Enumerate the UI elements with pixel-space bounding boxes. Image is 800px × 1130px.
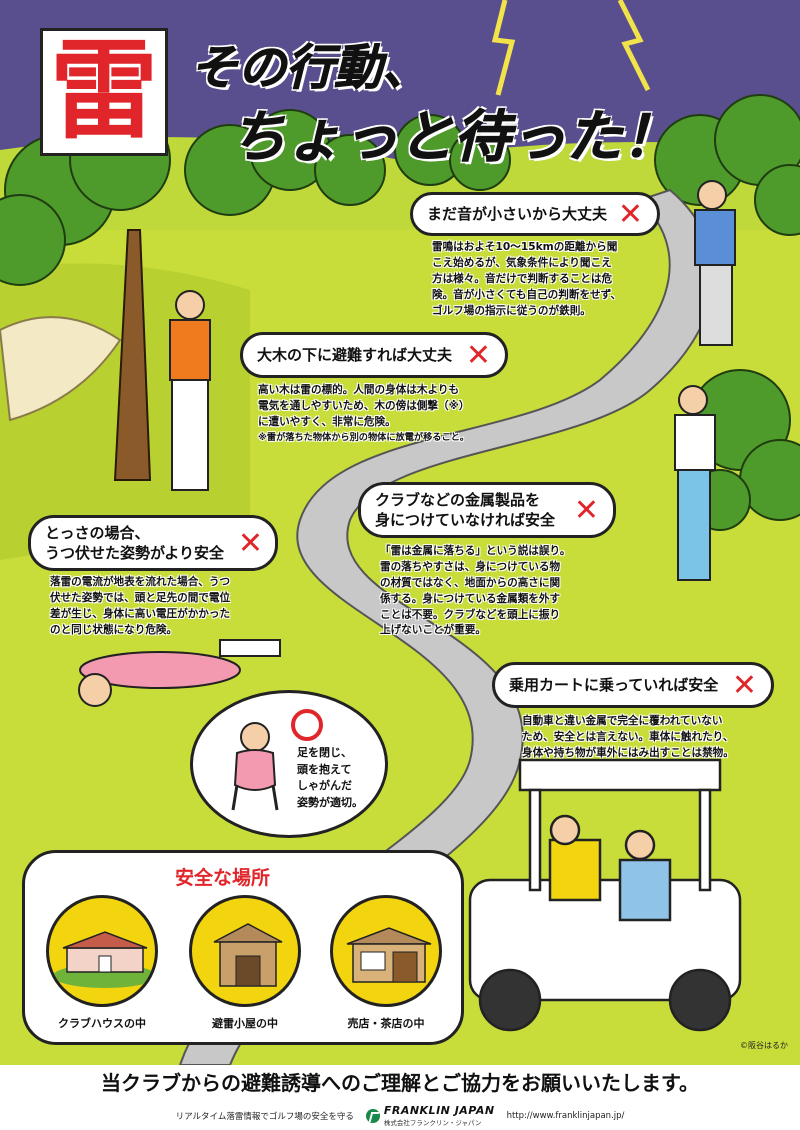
poster: 雷 その行動、 ちょっと待った！ まだ音が小さいから大丈夫 ✕ 雷鳴はおよそ10… [0, 0, 800, 1065]
cross-icon: ✕ [237, 526, 263, 561]
label-line: とっさの場合、 [45, 523, 150, 542]
cross-icon: ✕ [731, 668, 757, 703]
footer-tagline: リアルタイム落雷情報でゴルフ場の安全を守る [175, 1111, 354, 1122]
safe-place-label: 売店・茶店の中 [347, 1017, 425, 1030]
note-line: ゴルフ場の指示に従うのが鉄則。 [432, 304, 591, 317]
circle-ok-icon [291, 709, 323, 741]
note-line: 係する。身につけている金属類を外す [380, 592, 561, 605]
logo-wordmark: FRANKLIN JAPAN 株式会社フランクリン・ジャパン [384, 1104, 495, 1127]
label-line: クラブなどの金属製品を [375, 490, 541, 509]
myth-tree-bubble: 大木の下に避難すれば大丈夫 ✕ [240, 332, 508, 378]
myth-cart-bubble: 乗用カートに乗っていれば安全 ✕ [492, 662, 774, 708]
note-line: 高い木は雷の標的。人間の身体は木よりも [258, 384, 460, 396]
note-line: 伏せた姿勢では、頭と足先の間で電位 [50, 591, 231, 604]
safe-places-panel: 安全な場所 クラブハウスの中 避雷小屋の中 [22, 850, 464, 1045]
footer-message: 当クラブからの避難誘導へのご理解とご協力をお願いいたします。 [101, 1071, 699, 1095]
cross-icon: ✕ [617, 197, 643, 232]
note-line: 方は様々。音だけで判断することは危 [432, 272, 613, 285]
safe-place-shop: 売店・茶店の中 [321, 895, 451, 1031]
note-line: 足を閉じ、 [297, 746, 352, 759]
note-line: の材質ではなく、地面からの高さに関 [380, 576, 561, 589]
correct-posture-note: 足を閉じ、 頭を抱えて しゃがんだ 姿勢が適切。 [297, 745, 363, 811]
footer-brand-bar: リアルタイム落雷情報でゴルフ場の安全を守る FRANKLIN JAPAN 株式会… [0, 1104, 800, 1127]
teahouse-icon [330, 895, 442, 1007]
note-line: 上げないことが重要。 [380, 624, 486, 637]
footnote: ※雷が落ちた物体から別の物体に放電が移ること。 [258, 431, 470, 443]
myth-sound-bubble: まだ音が小さいから大丈夫 ✕ [410, 192, 660, 236]
golfer-shrugging [674, 385, 716, 581]
myth-sound-label: まだ音が小さいから大丈夫 [427, 204, 608, 223]
crouching-golfer-figure [231, 722, 279, 811]
correct-posture-bubble: 足を閉じ、 頭を抱えて しゃがんだ 姿勢が適切。 [190, 690, 388, 838]
myth-metal-note: 「雷は金属に落ちる」という説は誤り。 雷の落ちやすさは、身につけている物 の材質… [380, 544, 570, 639]
note-line: 電気を通しやすいため、木の傍は側撃（※） [258, 399, 470, 412]
myth-prone-note: 落雷の電流が地表を流れた場合、うつ 伏せた姿勢では、頭と足先の間で電位 差が生じ… [50, 575, 230, 639]
title-kanji-box: 雷 [40, 28, 168, 156]
label-line: 身につけていなければ安全 [375, 511, 556, 529]
myth-sound-note: 雷鳴はおよそ10〜15kmの距離から聞 こえ始めるが、気象条件により聞こえ 方は… [432, 240, 621, 319]
note-line: ことは不要。クラブなどを頭上に振り [380, 608, 561, 621]
note-line: 雷鳴はおよそ10〜15kmの距離から聞 [432, 241, 618, 253]
franklin-logo-icon [365, 1108, 380, 1123]
note-line: 頭を抱えて [297, 762, 352, 776]
brand-kana: 株式会社フランクリン・ジャパン [383, 1119, 482, 1127]
note-line: 険。音が小さくても自己の判断をせず、 [432, 288, 622, 301]
myth-tree-note: 高い木は雷の標的。人間の身体は木よりも 電気を通しやすいため、木の傍は側撃（※）… [258, 383, 469, 444]
cross-icon: ✕ [573, 493, 599, 528]
note-line: ため、安全とは言えない。車体に触れたり、 [522, 730, 734, 743]
note-line: 姿勢が適切。 [297, 795, 363, 809]
golfer-lying-prone [78, 639, 281, 707]
title-kanji: 雷 [49, 29, 158, 154]
golfer-under-tree [169, 290, 211, 491]
cross-icon: ✕ [465, 338, 491, 373]
safe-place-shelter: 避雷小屋の中 [180, 895, 310, 1031]
note-line: しゃがんだ [297, 779, 352, 792]
safe-place-clubhouse: クラブハウスの中 [37, 895, 167, 1031]
note-line: 自動車と違い金属で完全に覆われていない [522, 715, 723, 727]
brand-name: FRANKLIN JAPAN [383, 1104, 495, 1117]
clubhouse-icon [46, 895, 158, 1007]
note-line: 身体や持ち物が車外にはみ出すことは禁物。 [522, 746, 734, 759]
lightning-shelter-icon [189, 895, 301, 1007]
myth-tree-label: 大木の下に避難すれば大丈夫 [257, 345, 453, 364]
note-line: のと同じ状態になり危険。 [50, 623, 178, 636]
title-line-1: その行動、 [189, 40, 431, 97]
myth-metal-label: クラブなどの金属製品を 身につけていなければ安全 [375, 490, 555, 531]
cart-path [178, 188, 715, 1065]
safe-place-label: 避雷小屋の中 [212, 1017, 278, 1030]
note-line: 雷の落ちやすさは、身につけている物 [380, 560, 561, 573]
label-line: うつ伏せた姿勢がより安全 [45, 544, 224, 562]
illustrator-credit: ©阪谷はるか [740, 1041, 788, 1050]
golfer-listening [694, 180, 736, 346]
note-line: 差が生じ、身体に高い電圧がかかった [50, 607, 231, 620]
note-line: こえ始めるが、気象条件により聞こえ [432, 256, 612, 269]
footer-url-link[interactable]: http://www.franklinjapan.jp/ [506, 1110, 625, 1121]
note-line: 落雷の電流が地表を流れた場合、うつ [50, 576, 231, 588]
note-line: 「雷は金属に落ちる」という説は誤り。 [380, 545, 571, 557]
myth-cart-label: 乗用カートに乗っていれば安全 [509, 675, 719, 694]
myth-cart-note: 自動車と違い金属で完全に覆われていない ため、安全とは言えない。車体に触れたり、… [522, 714, 734, 762]
franklin-japan-logo: FRANKLIN JAPAN 株式会社フランクリン・ジャパン [365, 1104, 495, 1127]
myth-metal-bubble: クラブなどの金属製品を 身につけていなければ安全 ✕ [358, 482, 616, 538]
tree-trunk [113, 229, 152, 481]
safe-places-title: 安全な場所 [175, 867, 271, 889]
bunker [0, 316, 122, 422]
myth-prone-bubble: とっさの場合、 うつ伏せた姿勢がより安全 ✕ [28, 515, 278, 571]
lightning-icon [491, 0, 516, 96]
lightning-icon [617, 0, 651, 92]
golf-cart [468, 758, 742, 1032]
note-line: に遭いやすく、非常に危険。 [258, 415, 396, 428]
title-line-2: ちょっと待った！ [230, 105, 679, 171]
golf-course-scene [0, 0, 800, 1065]
safe-place-label: クラブハウスの中 [58, 1017, 146, 1030]
tree-canopy-group [0, 94, 800, 286]
myth-prone-label: とっさの場合、 うつ伏せた姿勢がより安全 [45, 523, 224, 564]
